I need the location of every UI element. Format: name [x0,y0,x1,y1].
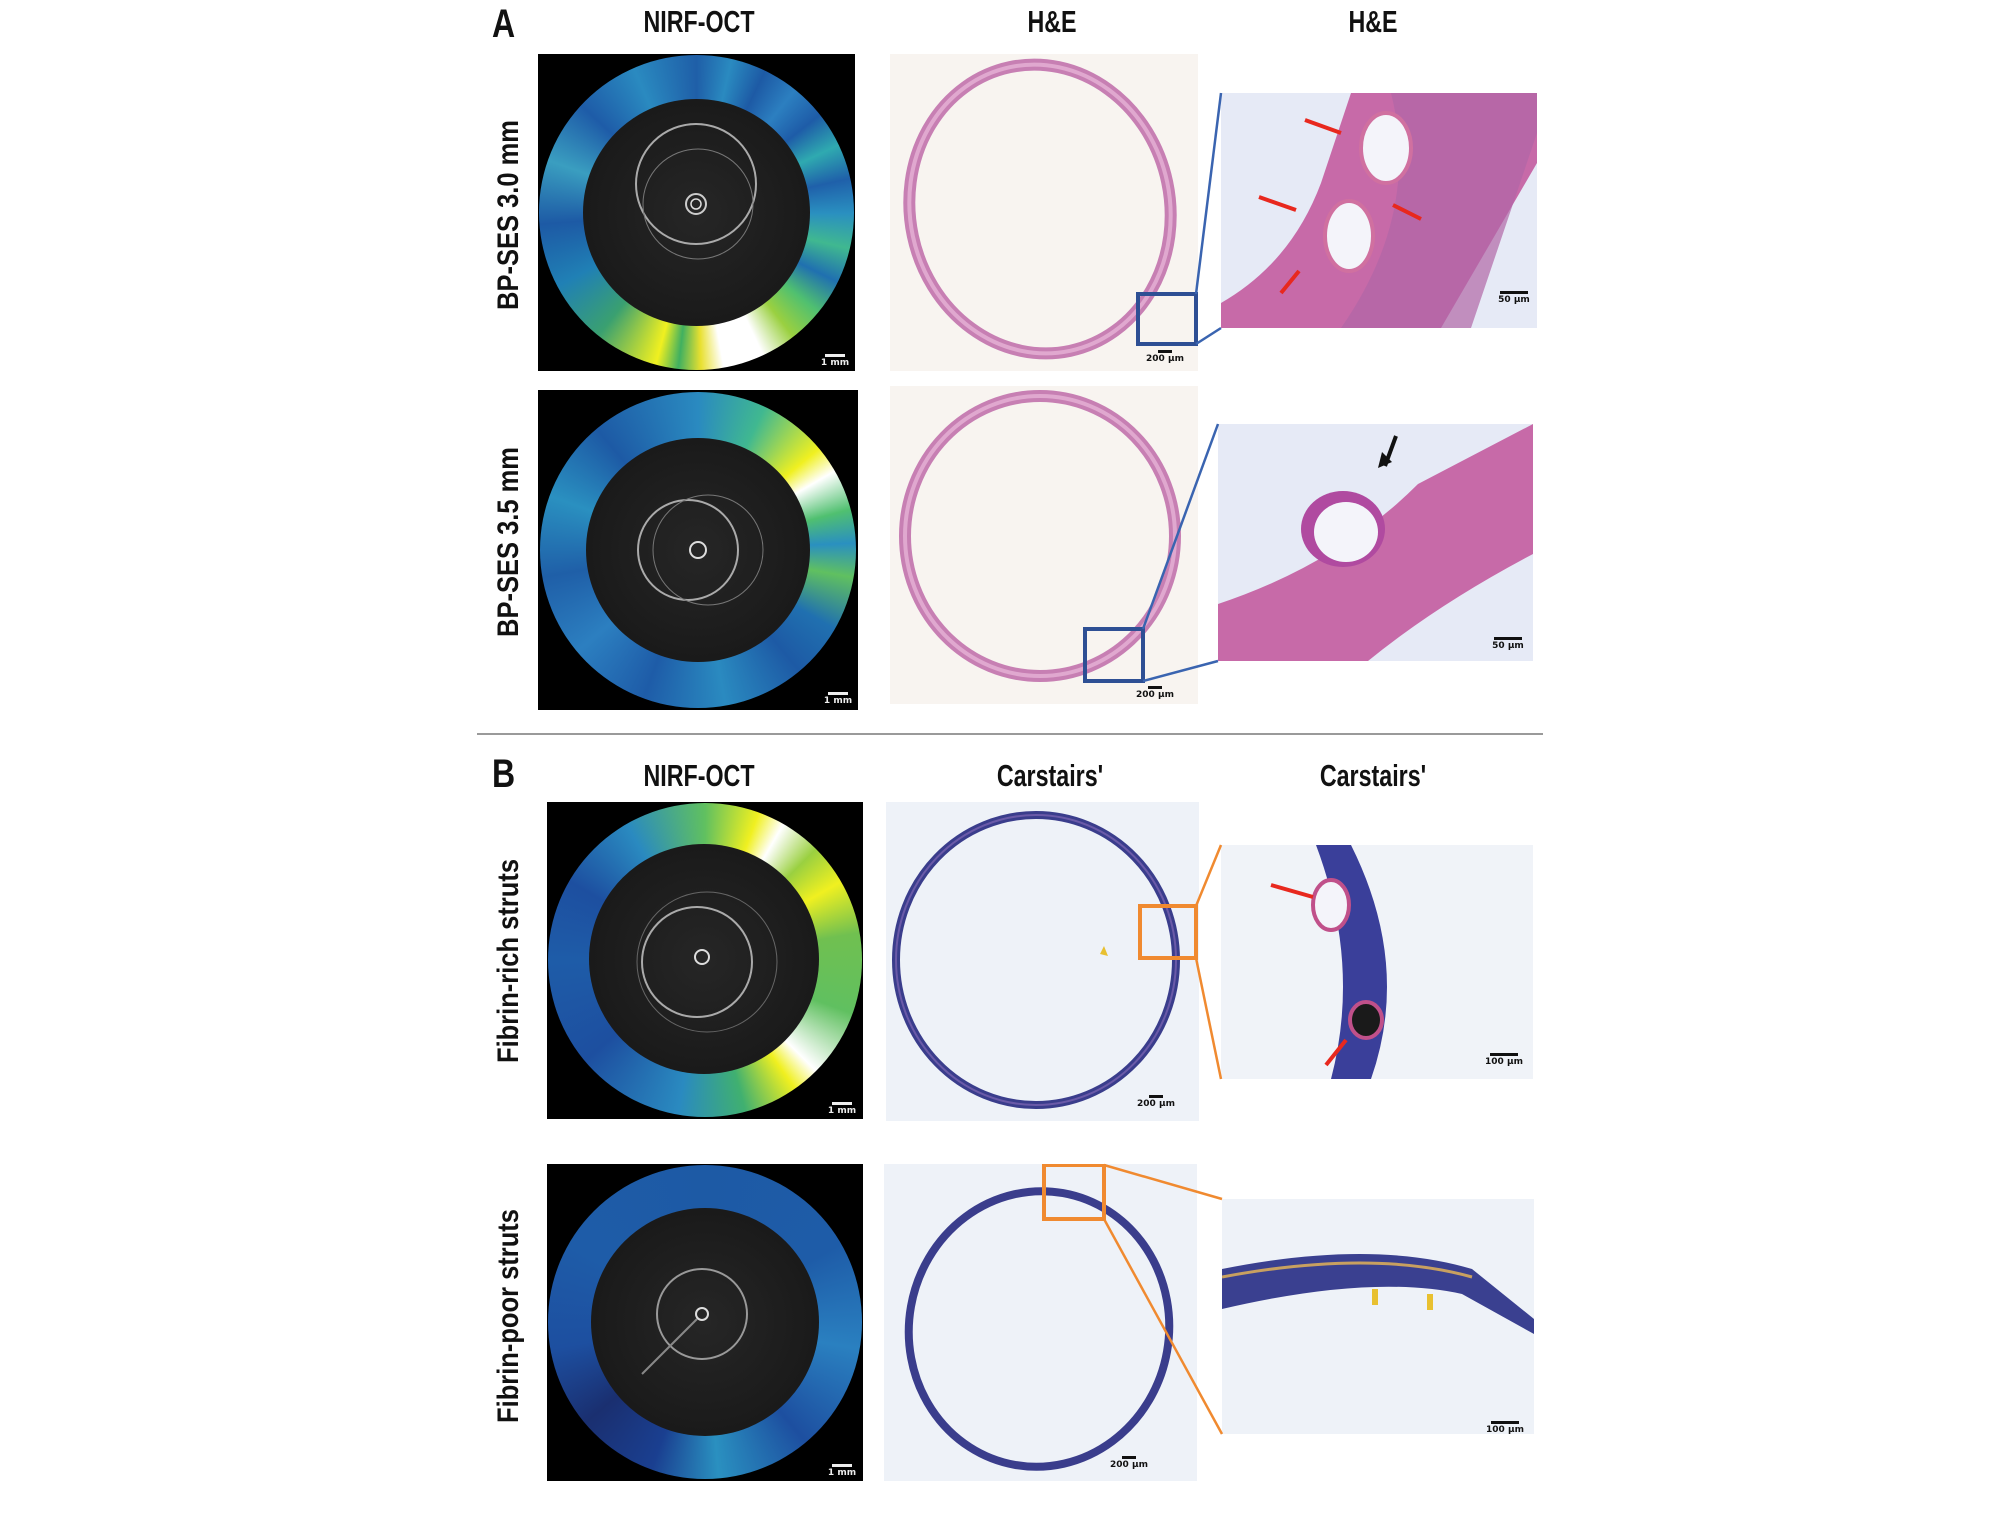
scale-bar-label: 1 mm [827,1106,857,1116]
scale-bar-label: 200 µm [1110,1460,1148,1470]
scale-bar-label: 50 µm [1498,295,1530,305]
section-divider [477,733,1543,735]
carstairs-zoom-image: 100 µm [1221,845,1533,1079]
scale-bar-label: 200 µm [1136,690,1174,700]
panel-label-b: B [492,752,516,796]
he-zoom-image: 50 µm [1218,424,1533,661]
column-header-he: H&E [1027,4,1077,39]
scale-bar: 200 µm [1109,1456,1149,1470]
scale-bar: 1 mm [827,1464,857,1478]
scale-bar: 50 µm [1496,291,1532,305]
nirf-oct-image: 1 mm [538,54,855,371]
column-header-nirf-oct-a: NIRF-OCT [643,4,755,39]
he-section-image: 200 µm [890,386,1198,704]
scale-bar-label: 200 µm [1146,354,1184,364]
scale-bar: 200 µm [1136,1095,1176,1109]
scale-bar-label: 1 mm [827,1468,857,1478]
nirf-oct-image: 1 mm [547,1164,863,1481]
scale-bar: 1 mm [827,1102,857,1116]
nirf-oct-image: 1 mm [538,390,858,710]
scale-bar-label: 100 µm [1486,1425,1524,1434]
row-label-bp-ses-3-0: BP-SES 3.0 mm [492,120,525,310]
scale-bar-label: 100 µm [1485,1057,1523,1067]
panel-label-a: A [492,2,516,46]
scale-bar: 1 mm [823,692,853,706]
scale-bar-label: 1 mm [823,696,853,706]
zoom-box [1138,904,1198,960]
column-header-carstairs-zoom: Carstairs' [1319,758,1427,793]
column-header-he-zoom: H&E [1348,4,1398,39]
scale-bar: 200 µm [1135,686,1175,700]
scale-bar: 1 mm [820,354,850,368]
row-label-fibrin-rich: Fibrin-rich struts [492,859,525,1064]
scale-bar: 100 µm [1484,1421,1526,1434]
carstairs-section-image: 200 µm [886,802,1199,1121]
he-zoom-image: 50 µm [1221,93,1537,328]
scale-bar: 50 µm [1490,637,1526,651]
scale-bar-label: 50 µm [1492,641,1524,651]
row-label-bp-ses-3-5: BP-SES 3.5 mm [492,447,525,637]
he-section-image: 200 µm [890,54,1198,371]
column-header-nirf-oct-b: NIRF-OCT [643,758,755,793]
column-header-carstairs: Carstairs' [996,758,1104,793]
scale-bar: 100 µm [1483,1053,1525,1067]
carstairs-section-image: 200 µm [884,1164,1197,1481]
row-label-fibrin-poor: Fibrin-poor struts [492,1209,525,1423]
scale-bar-label: 200 µm [1137,1099,1175,1109]
carstairs-zoom-image: 100 µm [1222,1199,1534,1434]
scale-bar-label: 1 mm [820,358,850,368]
scale-bar: 200 µm [1145,350,1185,364]
nirf-oct-image: 1 mm [547,802,863,1119]
zoom-box [1083,627,1145,683]
zoom-box [1136,292,1198,346]
